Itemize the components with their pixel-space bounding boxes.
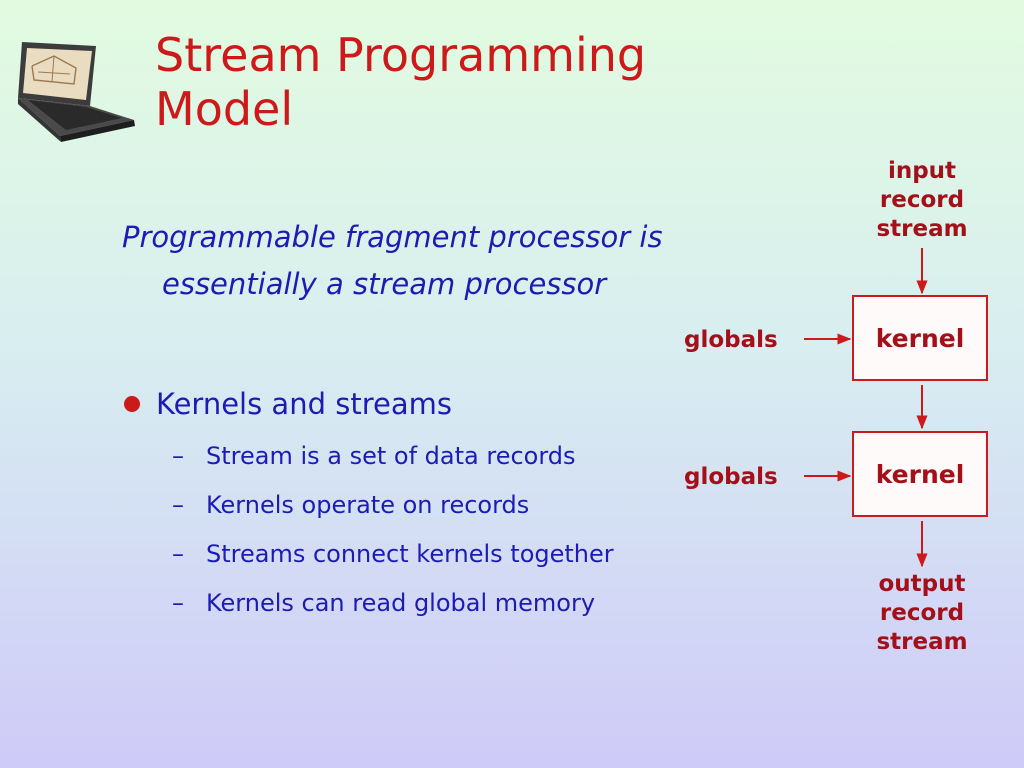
output-label-line: record <box>879 600 965 626</box>
list-item-text: Kernels can read global memory <box>206 589 596 617</box>
globals-label-1: globals <box>684 327 778 353</box>
list-item: –Stream is a set of data records <box>172 432 614 481</box>
input-stream-label: input record stream <box>862 157 982 244</box>
lead-line-2: essentially a stream processor <box>162 267 607 301</box>
laptop-icon <box>14 36 140 148</box>
kernel-box-2: kernel <box>852 431 988 517</box>
bullet-dot-icon <box>124 396 140 412</box>
sub-bullet-list: –Stream is a set of data records –Kernel… <box>172 432 614 628</box>
bullet-text: Kernels and streams <box>156 387 452 421</box>
kernel-label: kernel <box>875 323 965 353</box>
dash-marker: – <box>172 589 184 617</box>
output-label-line: stream <box>876 629 968 655</box>
slide-title: Stream Programming Model <box>155 28 646 136</box>
bullet-item: Kernels and streams <box>124 380 452 428</box>
dash-marker: – <box>172 442 184 470</box>
lead-statement: Programmable fragment processor is essen… <box>122 214 663 308</box>
input-label-line: record <box>879 187 965 213</box>
input-label-line: stream <box>876 216 968 242</box>
list-item: –Kernels operate on records <box>172 481 614 530</box>
output-label-line: output <box>878 571 966 597</box>
title-line-2: Model <box>155 82 294 136</box>
dash-marker: – <box>172 491 184 519</box>
lead-line-1: Programmable fragment processor is <box>122 220 663 254</box>
globals-label-2: globals <box>684 464 778 490</box>
list-item-text: Stream is a set of data records <box>206 442 576 470</box>
kernel-label: kernel <box>875 459 965 489</box>
title-line-1: Stream Programming <box>155 28 647 82</box>
list-item-text: Kernels operate on records <box>206 491 530 519</box>
list-item-text: Streams connect kernels together <box>206 540 614 568</box>
list-item: –Streams connect kernels together <box>172 530 614 579</box>
kernel-box-1: kernel <box>852 295 988 381</box>
output-stream-label: output record stream <box>862 570 982 657</box>
dash-marker: – <box>172 540 184 568</box>
input-label-line: input <box>887 158 957 184</box>
list-item: –Kernels can read global memory <box>172 579 614 628</box>
